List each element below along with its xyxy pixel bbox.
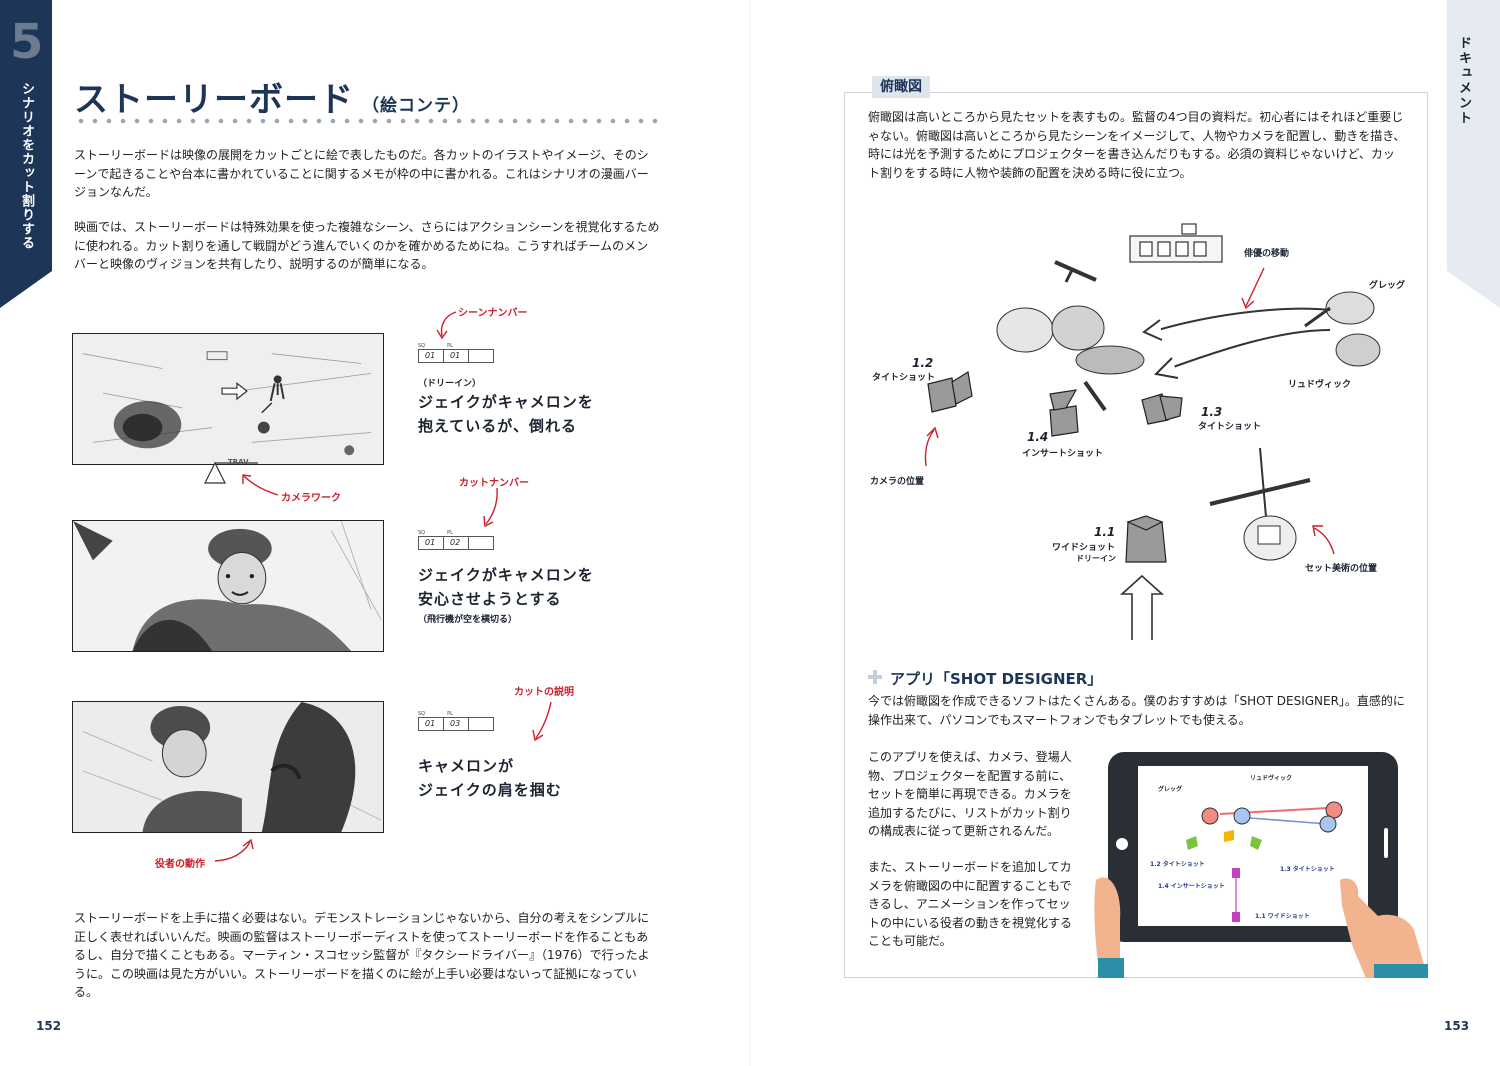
title-text: ストーリーボード: [74, 80, 354, 120]
hand-illustration: [1094, 877, 1428, 978]
annotation-camera-work: カメラワーク: [281, 493, 341, 504]
page-title: ストーリーボード （絵コンテ）: [74, 72, 470, 121]
title-subtitle: （絵コンテ）: [362, 96, 470, 116]
tablet-button-icon: [1384, 828, 1388, 858]
annotation-cut-number: カットナンバー: [459, 478, 529, 489]
panel-1-line-1: ジェイクがキャメロンを: [418, 393, 594, 411]
bottom-paragraph: ストーリーボードを上手に描く必要はない。デモンストレーションじゃないから、自分の…: [74, 911, 650, 999]
sq-label: SQ: [418, 711, 426, 717]
annotation-scene-number: シーンナンバー: [458, 308, 528, 319]
shot-1-3-label: タイトショット: [1198, 422, 1262, 432]
overhead-intro: 俯瞰図は高いところから見たセットを表すもの。監督の4つ目の資料だ。初心者にはそれ…: [868, 110, 1406, 180]
panel-1-pre-note: （ドリーイン）: [418, 379, 482, 389]
chapter-number: 5: [10, 14, 44, 70]
diagram-actor-movement: 俳優の移動: [1244, 249, 1290, 259]
panel-2-line-2: 安心させようとする: [418, 590, 562, 608]
sq-value: 01: [419, 718, 444, 730]
page-number-left: 152: [36, 1019, 62, 1033]
tablet-ludovic: リュドヴィック: [1250, 775, 1293, 782]
panel-2-line-1: ジェイクがキャメロンを: [418, 566, 594, 584]
tablet-camera-icon: [1116, 838, 1128, 850]
app-paragraph-1: このアプリを使えば、カメラ、登場人物、プロジェクターを配置する前に、セットを簡単…: [868, 750, 1072, 838]
diagram-set-position: セット美術の位置: [1305, 564, 1378, 574]
tablet-diagram: [1186, 801, 1343, 922]
panel-2-post-note: （飛行機が空を横切る）: [418, 615, 518, 625]
pl-label: PL: [447, 711, 453, 717]
pl-label: PL: [447, 343, 453, 349]
annotation-cut-description: カットの説明: [514, 687, 574, 698]
storyboard-frame-2: [72, 520, 384, 652]
document-tab: [1447, 0, 1500, 308]
shot-1-1-number: 1.1: [1094, 525, 1116, 539]
panel-3-line-2: ジェイクの肩を掴む: [418, 781, 562, 799]
pl-value: 03: [444, 718, 469, 730]
page-number-right: 153: [1444, 1019, 1470, 1033]
tablet-shot-1-2: 1.2 タイトショット: [1150, 861, 1205, 868]
plus-icon: [868, 670, 882, 684]
document-tab-label: ドキュメント: [1456, 36, 1471, 126]
diagram-camera-position: カメラの位置: [870, 477, 925, 487]
pl-label: PL: [447, 530, 453, 536]
shot-1-4-label: インサートショット: [1022, 449, 1104, 459]
shot-1-2-number: 1.2: [912, 356, 934, 370]
shot-1-4-number: 1.4: [1027, 430, 1049, 444]
section-tag: 俯瞰図: [872, 76, 930, 98]
camera-note: TRAV: [228, 458, 249, 466]
panel-1-line-2: 抱えているが、倒れる: [418, 417, 577, 435]
shot-1-2-label: タイトショット: [872, 373, 936, 383]
tablet-greg: グレッグ: [1158, 786, 1183, 793]
diagram-greg: グレッグ: [1369, 281, 1406, 291]
tablet-shot-1-4: 1.4 インサートショット: [1158, 883, 1225, 890]
page-gutter: [749, 0, 751, 1066]
overhead-panel: [844, 92, 1428, 978]
shot-1-1-label: ワイドショット: [1052, 543, 1116, 553]
shot-1-1-sub: ドリーイン: [1076, 554, 1116, 563]
sq-value: 01: [419, 350, 444, 362]
storyboard-frame-1: [72, 333, 384, 465]
storyboard-frame-3: [72, 701, 384, 833]
pl-value: 02: [444, 537, 469, 549]
dotted-divider: [74, 118, 660, 124]
app-title: アプリ「SHOT DESIGNER」: [890, 670, 1103, 688]
app-paragraph-2: また、ストーリーボードを追加してカメラを俯瞰図の中に配置することもできるし、アニ…: [868, 860, 1073, 948]
chapter-tab: [0, 0, 52, 308]
sq-label: SQ: [418, 343, 426, 349]
diagram-ludovic: リュドヴィック: [1288, 380, 1352, 390]
app-intro: 今では俯瞰図を作成できるソフトはたくさんある。僕のおすすめは「SHOT DESI…: [868, 694, 1405, 727]
panel-3-line-1: キャメロンが: [418, 757, 515, 775]
annotation-actor-action: 役者の動作: [155, 859, 205, 870]
sq-label: SQ: [418, 530, 426, 536]
tablet-shot-1-3: 1.3 タイトショット: [1280, 866, 1335, 873]
camera-arrow-icon: [204, 461, 258, 484]
sq-value: 01: [419, 537, 444, 549]
intro-paragraph-1: ストーリーボードは映像の展開をカットごとに絵で表したものだ。各カットのイラストや…: [74, 148, 649, 199]
tablet-shot-1-1: 1.1 ワイドショット: [1255, 913, 1310, 920]
overhead-diagram: [924, 223, 1381, 640]
chapter-title: シナリオをカット割りする: [19, 82, 34, 250]
shot-1-3-number: 1.3: [1201, 405, 1223, 419]
intro-paragraph-2: 映画では、ストーリーボードは特殊効果を使った複雑なシーン、さらにはアクションシー…: [74, 220, 660, 271]
pl-value: 01: [444, 350, 469, 362]
